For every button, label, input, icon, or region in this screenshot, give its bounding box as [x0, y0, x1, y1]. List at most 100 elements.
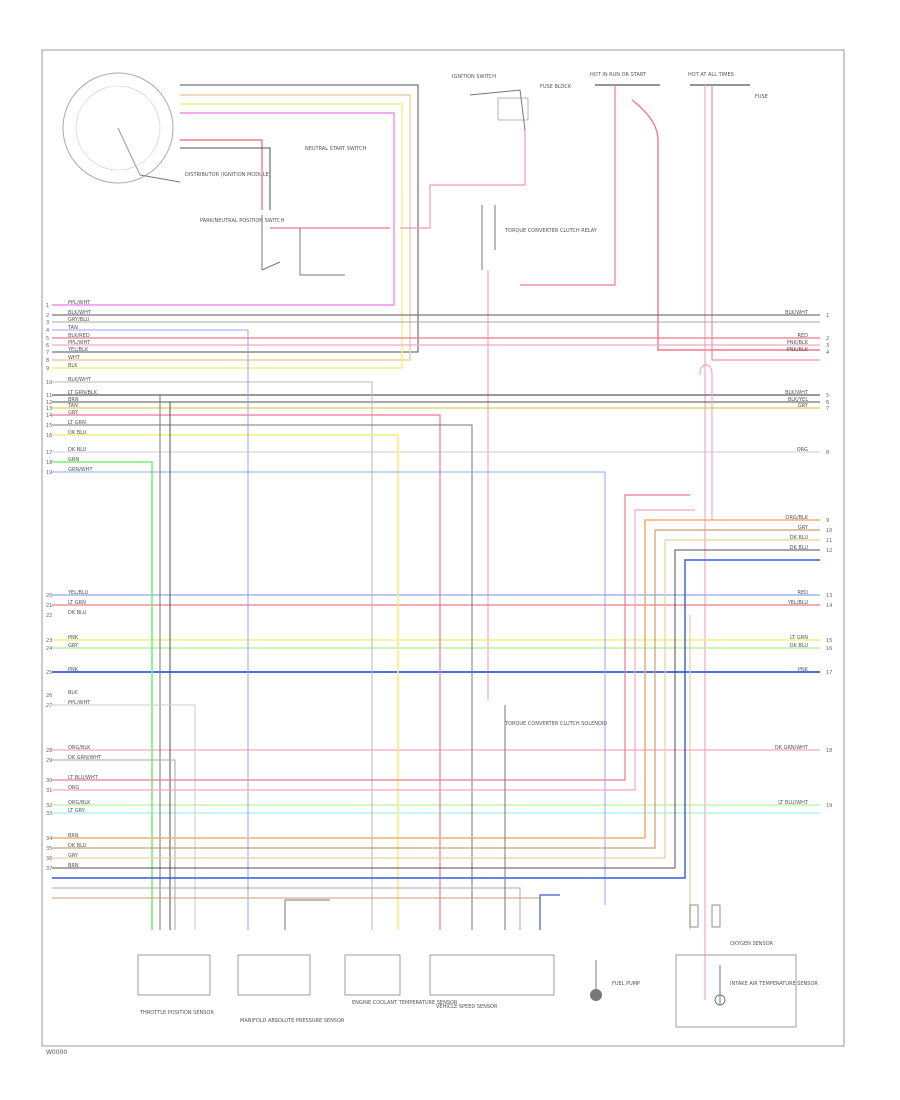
right-pin-number: 3	[826, 343, 829, 349]
right-wire-label: GRY	[798, 403, 809, 409]
left-pin-number: 6	[46, 343, 49, 349]
distributor: DISTRIBUTOR (IGNITION MODULE)	[62, 72, 271, 184]
left-wire-label: GRN	[68, 457, 79, 463]
right-wire-label: BLK/YEL	[788, 397, 808, 403]
fuse-block: HOT IN RUN OR START HOT AT ALL TIMES FUS…	[520, 72, 820, 1000]
left-wire-label: BLK	[68, 690, 78, 696]
left-pin-number: 12	[46, 400, 52, 406]
left-wire-label: TAN	[67, 403, 78, 409]
left-wire-label: GRY	[68, 853, 79, 859]
right-pin-number: 17	[826, 670, 832, 676]
left-wire-label: GRY	[68, 643, 79, 649]
right-wire-label: RED	[798, 590, 809, 596]
left-pin-number: 4	[46, 328, 49, 334]
left-wire-label: YEL/BLK	[67, 347, 89, 353]
right-pin-number: 1	[826, 313, 829, 319]
left-wire-label: GRY	[68, 410, 79, 416]
left-wire-label: PPL/WHT	[68, 700, 91, 706]
right-pin-number: 6	[826, 400, 829, 406]
right-wire-label: BLK/WHT	[785, 310, 809, 316]
right-wire-label: RED	[798, 333, 809, 339]
left-pin-number: 13	[46, 406, 52, 412]
left-pin-number: 5	[46, 336, 49, 342]
tcc-solenoid-label: TORQUE CONVERTER CLUTCH SOLENOID	[504, 721, 607, 727]
left-pin-number: 27	[46, 703, 52, 709]
left-wire-label: DK BLU	[68, 430, 87, 436]
left-wire-label: PPL/WHT	[68, 300, 91, 306]
diagram-frame	[41, 49, 845, 1047]
right-wire-label: YEL/BLU	[787, 600, 809, 606]
left-pin-number: 1	[46, 303, 49, 309]
left-wire-label: TAN	[67, 325, 78, 331]
left-pin-number: 26	[46, 693, 52, 699]
distributor-label: DISTRIBUTOR (IGNITION MODULE)	[185, 172, 271, 178]
left-pin-number: 30	[46, 778, 52, 784]
left-wire-label: BLK	[68, 363, 78, 369]
left-wire-label: BLK/RED	[68, 333, 90, 339]
left-wire-label: ORG/BLK	[68, 800, 91, 806]
ignition-switch-label: IGNITION SWITCH	[452, 74, 496, 80]
hot-run-start-label: HOT IN RUN OR START	[590, 72, 647, 78]
right-wire-label: DK GRN/WHT	[775, 745, 809, 751]
left-pin-number: 14	[46, 413, 52, 419]
fuse-block-label: FUSE BLOCK	[540, 84, 572, 90]
right-wire-label: LT BLU/WHT	[778, 800, 809, 806]
neutral-start-label: NEUTRAL START SWITCH	[305, 146, 367, 152]
left-pin-number: 3	[46, 320, 49, 326]
torque-converter-relay: TORQUE CONVERTER CLUTCH RELAY	[481, 205, 598, 700]
left-pin-number: 37	[46, 866, 52, 872]
left-pin-number: 2	[46, 313, 49, 319]
left-wire-label: DK BLU	[68, 447, 87, 453]
left-pin-number: 7	[46, 350, 49, 356]
right-wire-label: DK BLU	[790, 535, 809, 541]
right-pin-number: 9	[826, 518, 829, 524]
throttle-position-label: THROTTLE POSITION SENSOR	[139, 1010, 214, 1016]
right-wire-label: DK BLU	[790, 643, 809, 649]
right-wire-label: DK BLU	[790, 545, 809, 551]
left-pin-number: 19	[46, 470, 52, 476]
left-pin-number: 32	[46, 803, 52, 809]
left-pin-number: 16	[46, 433, 52, 439]
left-pin-number: 36	[46, 856, 52, 862]
left-pin-number: 18	[46, 460, 52, 466]
right-wire-label: ORG	[797, 447, 808, 453]
right-pin-number: 19	[826, 803, 832, 809]
left-wire-label: GRN/WHT	[68, 467, 93, 473]
left-wire-label: BLK/WHT	[68, 310, 92, 316]
left-pin-number: 34	[46, 836, 52, 842]
left-wire-label: PPL/WHT	[68, 340, 91, 346]
right-wire-label: ORG/BLK	[786, 515, 809, 521]
right-pin-number: 12	[826, 548, 832, 554]
right-pin-number: 5	[826, 393, 829, 399]
left-pin-number: 25	[46, 670, 52, 676]
oxygen-sensor-label: OXYGEN SENSOR	[730, 941, 774, 947]
left-pin-number: 33	[46, 811, 52, 817]
left-wires	[52, 329, 820, 930]
right-pin-number: 4	[826, 350, 829, 356]
right-pin-number: 11	[826, 538, 832, 544]
coolant-temp-label: ENGINE COOLANT TEMPERATURE SENSOR	[352, 1000, 458, 1006]
left-pin-number: 28	[46, 748, 52, 754]
left-pin-number: 15	[46, 423, 52, 429]
intake-air-label: INTAKE AIR TEMPERATURE SENSOR	[730, 981, 818, 987]
left-wire-labels: PPL/WHTBLK/WHTGRY/BLUTANBLK/REDPPL/WHTYE…	[67, 300, 102, 869]
right-pin-number: 16	[826, 646, 832, 652]
right-pin-number: 18	[826, 748, 832, 754]
right-pin-number: 7	[826, 406, 829, 412]
left-pin-number: 24	[46, 646, 52, 652]
left-pin-number: 31	[46, 788, 52, 794]
left-wire-label: PNK	[68, 667, 79, 673]
park-neutral-label: PARK/NEUTRAL POSITION SWITCH	[200, 218, 284, 224]
left-wire-label: LT GRN/BLK	[68, 390, 98, 396]
left-wire-label: DK BLU	[68, 610, 87, 616]
left-pin-number: 35	[46, 846, 52, 852]
right-wire-label: GRY	[798, 525, 809, 531]
fuel-pump-label: FUEL PUMP	[612, 981, 640, 987]
left-wire-label: ORG/BLK	[68, 745, 91, 751]
footer-code: W0000	[46, 1049, 67, 1056]
left-pin-number: 22	[46, 613, 52, 619]
right-pin-number: 15	[826, 638, 832, 644]
right-wire-labels: BLK/WHTREDPNK/BLKPNK/BLKBLK/WHTBLK/YELGR…	[775, 310, 809, 806]
